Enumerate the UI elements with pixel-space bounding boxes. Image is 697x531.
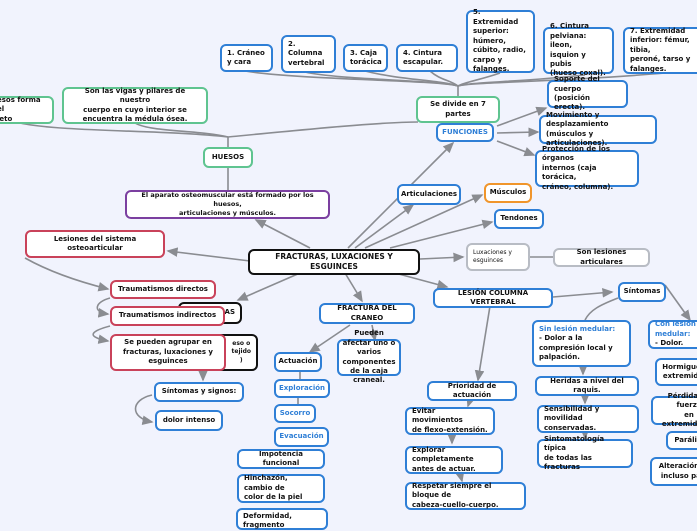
node-main-topic[interactable]: FRACTURAS, LUXACIONES Y ESGUINCES (248, 249, 420, 275)
node-deformidad[interactable]: Deformidad, fragmento (236, 508, 328, 530)
node-sintomatologia-tipica[interactable]: Sintomatología típica de todas las fract… (537, 435, 633, 471)
node-impotencia-funcional[interactable]: Impotencia funcional (237, 449, 325, 469)
link-parte7 (457, 72, 666, 87)
link-main-tendones (389, 219, 494, 249)
link-parte1 (244, 70, 459, 87)
node-sensibilidad-movilidad[interactable]: Sensibilidad y movilidad conservadas. (537, 405, 639, 433)
node-huesos[interactable]: HUESOS (203, 147, 253, 168)
node-prioridad-actuacion[interactable]: Prioridad de actuación (427, 381, 517, 401)
node-explorar-completamente[interactable]: Explorar completamente antes de actuar. (405, 446, 503, 474)
node-sintomas[interactable]: Síntomas (618, 282, 666, 302)
link-trauma-loop1 (96, 297, 111, 318)
node-funcion-movimiento[interactable]: Movimiento y desplazamiento (músculos y … (539, 111, 657, 147)
node-parte-1[interactable]: 1. Cráneo y cara (220, 44, 273, 72)
link-craneo-afectar (368, 324, 378, 342)
node-parte-7[interactable]: 7. Extremidad inferior: fémur, tibia, pe… (623, 27, 697, 74)
link-main-luxaciones (419, 252, 465, 263)
node-luxaciones-esguinces[interactable]: Luxaciones y esguinces (466, 243, 530, 271)
node-musculos[interactable]: Músculos (484, 183, 532, 203)
node-parte-4[interactable]: 4. Cintura escapular. (396, 44, 458, 72)
node-lesion-columna[interactable]: LESIÓN COLUMNA VERTEBRAL (433, 288, 553, 308)
node-traumatismos-directos[interactable]: Traumatismos directos (110, 280, 216, 299)
link-sintomas-sin (584, 297, 619, 321)
node-parte-3[interactable]: 3. Caja torácica (343, 44, 388, 72)
node-traumatismos-indirectos[interactable]: Traumatismos indirectos (110, 306, 225, 326)
node-con-lesion-medular[interactable]: Con lesión medular: - Dolor. (648, 320, 697, 349)
link-main-articulaciones (354, 204, 415, 249)
link-main-musculos (364, 194, 484, 249)
link-huesos-sedivide (227, 121, 419, 138)
node-funciones[interactable]: FUNCIONES (436, 123, 494, 142)
link-columna-prioridad (474, 305, 491, 382)
sin-lesion-title: Sin lesión medular: (539, 324, 616, 333)
node-articulaciones[interactable]: Articulaciones (397, 184, 461, 205)
link-parte3 (364, 70, 459, 87)
connector-lines (19, 70, 691, 483)
node-tendones[interactable]: Tendones (494, 209, 544, 229)
link-columna-sintomas (552, 288, 614, 298)
node-perdida-fuerza[interactable]: Pérdida de fuerza en extremidades (651, 392, 697, 428)
node-respetar-bloque[interactable]: Respetar siempre el bloque de cabeza-cue… (405, 482, 526, 510)
con-lesion-title: Con lesión medular: (655, 320, 696, 338)
node-lesiones-sistema[interactable]: Lesiones del sistema osteoarticular (25, 230, 165, 258)
node-socorro[interactable]: Socorro (274, 404, 316, 423)
node-exploracion[interactable]: Exploración (274, 379, 330, 398)
link-huesos-esqueleto (19, 122, 229, 138)
node-dolor-intenso[interactable]: dolor intenso (155, 410, 223, 431)
node-fractura-craneo[interactable]: FRACTURA DEL CRANEO (319, 303, 415, 324)
link-explorar-respetar (455, 470, 465, 483)
link-huesos-vigas (134, 122, 229, 138)
link-sintomas-con (664, 284, 691, 322)
node-parte-6[interactable]: 6. Cintura pelviana: ileon, isquion y pu… (543, 22, 614, 77)
node-parte-5[interactable]: 5. Extremidad superior: húmero, cúbito, … (466, 8, 535, 73)
link-craneo-actuacion (308, 324, 351, 353)
node-evacuacion[interactable]: Evacuación (274, 427, 329, 447)
link-lesiones-trauma (24, 257, 110, 292)
node-paralisis[interactable]: Parálisis (666, 431, 697, 450)
node-craneo-afectar[interactable]: Pueden afectar uno o varios componentes … (337, 329, 401, 384)
link-main-lesion-columna (394, 272, 449, 290)
node-huesos-vigas[interactable]: Son las vigas y pilares de nuestro cuerp… (62, 87, 208, 124)
link-parte4 (429, 70, 459, 87)
link-main-aparato (254, 219, 311, 249)
link-trauma-loop2 (92, 325, 111, 344)
node-heridas-raquis[interactable]: Heridas a nivel del raquis. (535, 376, 639, 396)
node-aparato-osteomuscular[interactable]: El aparato osteomuscular está formado po… (125, 190, 330, 219)
node-se-divide[interactable]: Se divide en 7 partes (416, 96, 500, 123)
link-prioridad-evitar (466, 395, 476, 408)
con-lesion-body: - Dolor. (655, 339, 684, 348)
link-main-lesiones (166, 247, 251, 262)
link-func1 (496, 106, 548, 127)
node-funcion-soporte[interactable]: Soporte del cuerpo (posición erecta). (547, 75, 628, 111)
node-evitar-movimientos[interactable]: Evitar movimientos de flexo-extensión. (405, 407, 495, 435)
sin-lesion-body: - Dolor a la compresión local y palpació… (539, 334, 613, 361)
node-parte-2[interactable]: 2. Columna vertebral (281, 35, 336, 73)
node-actuacion[interactable]: Actuación (274, 352, 322, 372)
node-funcion-proteccion[interactable]: Protección de los órganos internos (caja… (535, 145, 639, 191)
link-func2 (496, 127, 540, 138)
link-sintomas-dolor (134, 394, 154, 425)
node-hormigueo[interactable]: Hormigueo en extremidades (655, 358, 697, 386)
node-sintomas-signos[interactable]: Síntomas y signos: (154, 382, 244, 402)
link-main-fractura-craneo (344, 272, 363, 303)
link-main-fracturas (236, 272, 301, 301)
node-se-pueden-agrupar[interactable]: Se pueden agrupar en fracturas, luxacion… (110, 334, 226, 371)
node-alteracion[interactable]: Alteración de... incluso paro... (650, 457, 697, 486)
node-hinchazon[interactable]: Hinchazón, cambio de color de la piel (237, 474, 325, 503)
node-lesiones-articulares[interactable]: Son lesiones articulares (553, 248, 650, 267)
link-func3 (496, 140, 536, 157)
node-sin-lesion-medular[interactable]: Sin lesión medular: - Dolor a la compres… (532, 320, 631, 367)
